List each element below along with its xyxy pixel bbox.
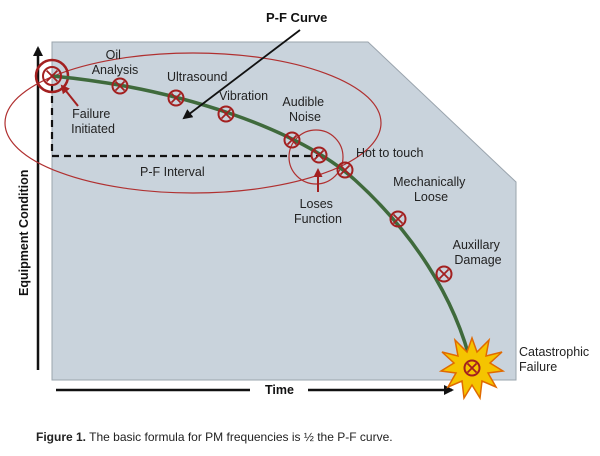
label-audible-noise: Audible Noise — [282, 95, 327, 124]
pf-interval-ellipse — [4, 52, 382, 194]
marker-audible-noise-icon — [283, 131, 301, 149]
figure-caption: Figure 1. The basic formula for PM frequ… — [36, 430, 393, 444]
caption-text: The basic formula for PM frequencies is … — [86, 430, 393, 444]
marker-vibration-icon — [217, 105, 235, 123]
label-hot-to-touch: Hot to touch — [356, 146, 423, 160]
label-auxillary-damage: Auxillary Damage — [453, 238, 504, 267]
loses-function-ring — [288, 129, 344, 185]
x-axis-label: Time — [265, 383, 294, 397]
label-oil-analysis: Oil Analysis — [92, 48, 139, 77]
marker-auxillary-damage-icon — [435, 265, 453, 283]
marker-mechanically-loose-icon — [389, 210, 407, 228]
background-panel — [51, 41, 517, 381]
diagram-title: P-F Curve — [266, 10, 327, 25]
marker-catastrophic-failure-icon — [463, 359, 481, 377]
marker-hot-to-touch-icon — [336, 161, 354, 179]
marker-ultrasound-icon — [167, 89, 185, 107]
label-p-f-interval: P-F Interval — [140, 165, 205, 179]
marker-oil-analysis-icon — [111, 77, 129, 95]
marker-failure-initiated-icon — [42, 66, 62, 86]
label-ultrasound: Ultrasound — [167, 70, 227, 84]
label-loses-function: Loses Function — [294, 197, 342, 226]
label-failure-initiated: Failure Initiated — [71, 107, 115, 136]
marker-loses-function-icon — [310, 146, 328, 164]
label-vibration: Vibration — [219, 89, 268, 103]
label-catastrophic-failure: Catastrophic Failure — [519, 345, 593, 374]
title-pointer-arrow — [182, 29, 301, 120]
caption-label: Figure 1. — [36, 430, 87, 444]
label-mechanically-loose: Mechanically Loose — [393, 175, 469, 204]
failure-initiated-arrow — [60, 84, 79, 107]
y-axis-label: Equipment Condition — [17, 170, 31, 296]
